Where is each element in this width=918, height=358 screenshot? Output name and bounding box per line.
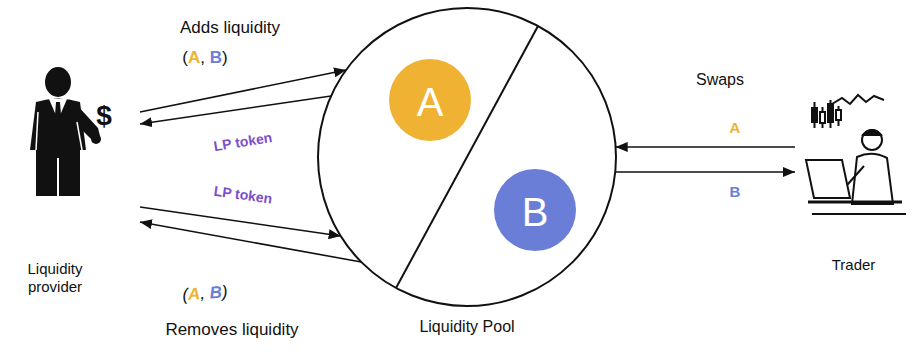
circle-shape — [318, 8, 616, 306]
flow-arrow — [140, 222, 361, 262]
label-char: A — [187, 284, 201, 304]
label-char: ) — [221, 282, 228, 301]
provider-figure — [30, 67, 101, 198]
edge-label: LP token — [213, 183, 274, 208]
token-b: B — [493, 168, 577, 256]
label-char: A — [188, 48, 200, 67]
liquidity-pool: Liquidity Pool AB — [317, 7, 617, 340]
action-title: Swaps — [696, 70, 744, 89]
node-label: Liquidity Pool — [317, 317, 617, 336]
flow-arrow — [616, 146, 795, 148]
trader: Trader — [795, 88, 916, 278]
label-char: ( — [182, 48, 188, 67]
label-char: n — [263, 190, 274, 207]
token-letter: A — [388, 58, 472, 146]
label-char: , — [200, 284, 206, 303]
label-char: P — [221, 184, 232, 201]
edge-label: B — [730, 183, 741, 201]
edge-label: A — [730, 119, 741, 137]
edge-label: (A, B) — [182, 282, 229, 306]
edge-label: (A, B) — [182, 48, 227, 68]
node-label: Trader — [795, 256, 912, 274]
label-char: A — [730, 119, 741, 136]
trader-figure — [806, 95, 906, 214]
step-title: Removes liquidity — [165, 320, 298, 340]
edge-label: LP token — [213, 129, 274, 155]
flow-arrow — [140, 96, 331, 124]
label-char: B — [730, 183, 741, 200]
step-title: Adds liquidity — [180, 18, 280, 38]
circle-outline — [317, 7, 617, 307]
label-char: B — [209, 283, 223, 303]
flow-arrow — [615, 171, 795, 173]
token-a: A — [388, 58, 472, 146]
label-char: P — [221, 136, 232, 153]
label-char: ) — [222, 48, 228, 67]
label-char — [205, 48, 210, 67]
flow-arrow — [140, 70, 346, 112]
flow-arrow — [140, 207, 341, 236]
currency-symbol: $ — [96, 99, 112, 133]
label-char: , — [200, 48, 205, 67]
liquidity-provider: Liquidity provider — [5, 60, 140, 300]
label-char: B — [210, 48, 222, 67]
node-label: Liquidity provider — [5, 260, 105, 296]
label-char: n — [262, 129, 273, 146]
token-letter: B — [493, 168, 577, 256]
